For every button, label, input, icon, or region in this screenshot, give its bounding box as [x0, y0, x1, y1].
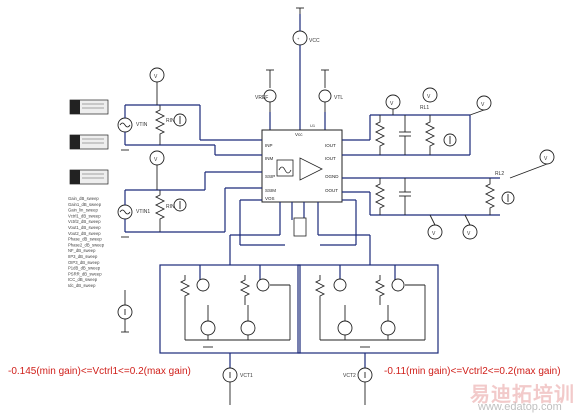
sweep-item: Gain1_dB_sweep — [68, 202, 102, 207]
pin-oout: OOUT — [325, 188, 338, 193]
cap-1[interactable] — [399, 115, 411, 155]
probe-v3[interactable]: V — [385, 94, 401, 115]
svg-text:V: V — [481, 102, 485, 108]
sweep-item: PSRR_dB_sweep — [68, 271, 102, 276]
sim-block-2[interactable] — [69, 134, 109, 150]
vtin-source[interactable]: VTIN — [117, 117, 148, 133]
sweep-list: Gain_dB_sweepGain1_dB_sweepGain_lin_swee… — [68, 196, 105, 288]
svg-text:V: V — [467, 231, 471, 237]
pin-vos: VOS — [265, 196, 275, 201]
svg-text:V: V — [432, 231, 436, 237]
amp-triangle-icon — [299, 157, 323, 181]
sweep-item: Idc_dB_sweep — [68, 283, 96, 288]
condition-right: -0.11(min gain)<=Vctrl2<=0.2(max gain) — [384, 366, 561, 377]
sweep-item: Vctrl2_dB_sweep — [68, 219, 101, 224]
vtin1-source[interactable]: VTIN1 — [117, 204, 150, 220]
aux-source-left[interactable] — [117, 290, 133, 333]
svg-text:+: + — [297, 36, 300, 41]
rl1b-resistor[interactable]: RL1 — [420, 105, 436, 155]
rin2-label: RIN2 — [166, 204, 178, 210]
pin-ssim: SSIM — [265, 188, 276, 193]
probe-v8[interactable]: V — [462, 214, 478, 240]
condition-left: -0.145(min gain)<=Vctrl1<=0.2(max gain) — [8, 366, 191, 377]
sweep-item: ICC_dB_sweep — [68, 277, 98, 282]
pin-vcc: Vcc — [295, 132, 303, 137]
vtl-label: VTL — [334, 95, 343, 101]
rin1-resistor[interactable]: RIN1 — [154, 105, 178, 145]
watermark-chinese: 易迪拓培训 — [470, 382, 575, 406]
pin-inp: INP — [265, 143, 273, 148]
vcc-source[interactable]: + VCC — [292, 7, 320, 68]
current-probe-2[interactable] — [173, 198, 187, 212]
ic-name: U1 — [310, 123, 316, 128]
sweep-item: IIP3_dB_sweep — [68, 254, 98, 259]
pin-ssip: SSIP — [265, 174, 275, 179]
probe-v7[interactable]: V — [427, 214, 443, 240]
probe-v5[interactable]: V — [469, 95, 492, 116]
vct2-source[interactable]: VCT2 — [343, 367, 373, 405]
sweep-item: Gain_lin_sweep — [68, 208, 98, 213]
probe-v1[interactable]: V — [149, 67, 165, 105]
ground-symbols — [121, 149, 370, 348]
amplifier-ic[interactable]: U1 INP INM SSIP SSIM VOS IOUT IOUT OGND … — [261, 123, 343, 203]
vct1-label: VCT1 — [240, 373, 253, 379]
rl2-label: RL2 — [495, 171, 504, 177]
vtin1-label: VTIN1 — [136, 209, 150, 215]
filter-symbol — [276, 159, 294, 177]
sweep-item: Gain_dB_sweep — [68, 196, 99, 201]
sim-block-1[interactable] — [69, 99, 109, 115]
vtl-source[interactable]: VTL — [318, 69, 343, 112]
pin-iout: IOUT — [325, 143, 336, 148]
vref-label: VREF — [255, 95, 268, 101]
sweep-item: NF_dB_sweep — [68, 248, 96, 253]
probe-v4[interactable]: V — [422, 87, 438, 103]
watermark-url: www.edatop.com — [478, 401, 562, 413]
svg-text:V: V — [427, 94, 431, 100]
sweep-item: P1dB_dB_sweep — [68, 266, 101, 271]
vct2-label: VCT2 — [343, 373, 356, 379]
sweep-item: OIP3_dB_sweep — [68, 260, 100, 265]
pin-inm: INM — [265, 156, 274, 161]
sim-block-3[interactable] — [69, 169, 109, 185]
control-block-left[interactable] — [159, 264, 301, 354]
current-probe-1[interactable] — [173, 113, 187, 127]
probe-v6[interactable]: V — [509, 149, 555, 179]
vct1-source[interactable]: VCT1 — [222, 367, 253, 405]
sweep-item: Vout1_dB_sweep — [68, 225, 101, 230]
rl1-label: RL1 — [420, 105, 429, 111]
rl2b-resistor[interactable]: RL2 — [484, 171, 504, 215]
sweep-item: Vctrl1_dB_sweep — [68, 213, 101, 218]
cap-2[interactable] — [399, 178, 411, 215]
rl2-resistor[interactable] — [374, 178, 386, 215]
svg-text:V: V — [544, 156, 548, 162]
vtin-label: VTIN — [136, 122, 148, 128]
sweep-item: Phase_dB_sweep — [68, 237, 102, 242]
vcc-label: VCC — [309, 38, 320, 44]
vref-source[interactable]: VREF — [255, 69, 277, 112]
sweep-item: Vout2_dB_sweep — [68, 231, 101, 236]
pin-ognd: OGND — [325, 174, 339, 179]
svg-text:V: V — [154, 157, 158, 163]
ic-bottom-resistor[interactable] — [293, 217, 307, 237]
current-probe-3[interactable] — [443, 133, 457, 147]
current-probe-4[interactable] — [501, 191, 515, 205]
pin-iout2: IOUT — [325, 156, 336, 161]
rin1-label: RIN1 — [166, 118, 178, 124]
sweep-item: Phase2_dB_sweep — [68, 242, 105, 247]
svg-text:V: V — [390, 101, 394, 107]
probe-v2[interactable]: V — [149, 150, 165, 190]
svg-text:V: V — [154, 74, 158, 80]
control-block-right[interactable] — [297, 264, 439, 354]
rl1-resistor[interactable] — [374, 115, 386, 155]
rin2-resistor[interactable]: RIN2 — [154, 190, 178, 232]
